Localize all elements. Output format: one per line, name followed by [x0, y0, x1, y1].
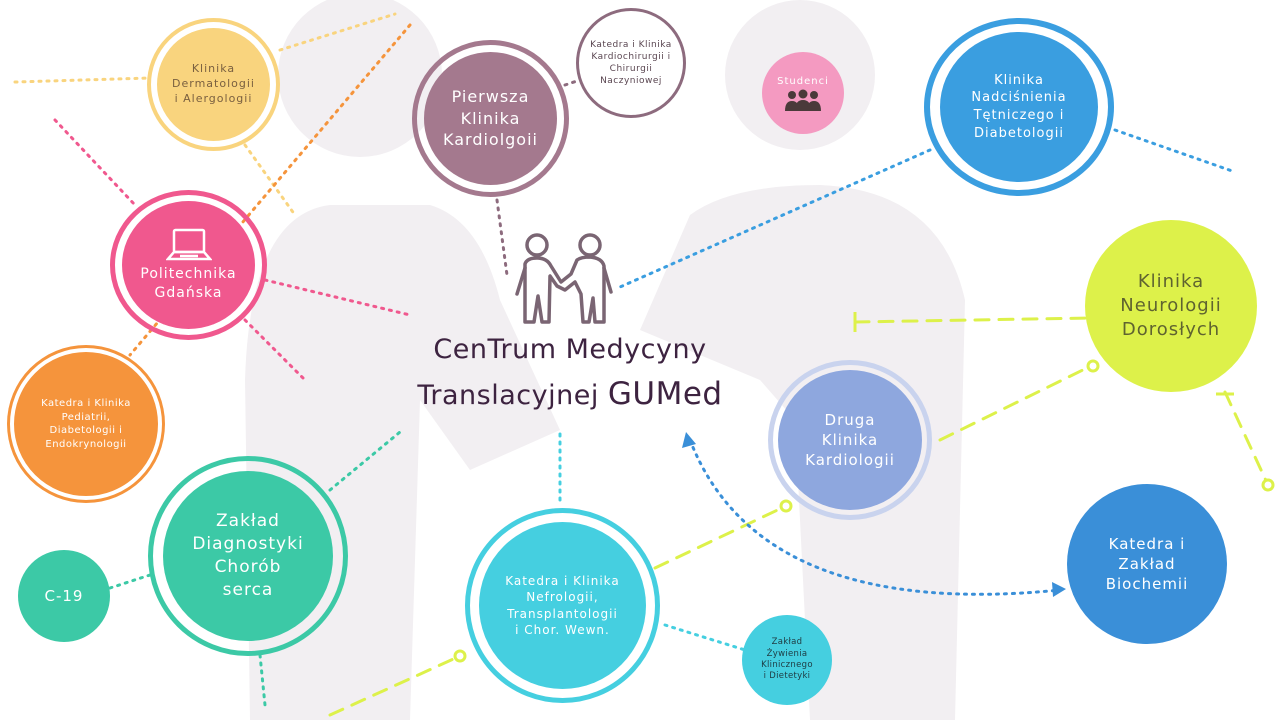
handshake-people-icon — [515, 233, 613, 324]
connector-pierwsza-center — [495, 198, 509, 277]
node-dermatologii[interactable]: Klinika Dermatologii i Alergologii — [157, 28, 270, 141]
connector-derm-top — [278, 12, 397, 52]
node-kardiochirurgii-label: Katedra i Klinika Kardiochirurgii i Chir… — [590, 39, 672, 87]
node-zywienia-label: Zakład Żywienia Klinicznego i Dietetyki — [761, 637, 813, 682]
node-neurologii-label: Klinika Neurologii Dorosłych — [1120, 270, 1222, 341]
node-neurologii[interactable]: Klinika Neurologii Dorosłych — [1085, 220, 1257, 392]
center-title-line2-b: GUMed — [607, 375, 723, 412]
connector-poli-center — [263, 278, 412, 317]
node-zaklad-diag-label: Zakład Diagnostyki Chorób serca — [192, 511, 304, 600]
node-pediatrii[interactable]: Katedra i Klinika Pediatrii, Diabetologi… — [10, 348, 162, 500]
node-nefrologii-label: Katedra i Klinika Nefrologii, Transplant… — [505, 574, 620, 637]
node-c19-label: C-19 — [44, 586, 84, 605]
node-kardiochirurgii[interactable]: Katedra i Klinika Kardiochirurgii i Chir… — [576, 8, 686, 118]
node-c19[interactable]: C-19 — [18, 550, 110, 642]
node-politechnika-label: Politechnika Gdańska — [140, 266, 237, 301]
node-pediatrii-label: Katedra i Klinika Pediatrii, Diabetologi… — [41, 398, 131, 450]
connector-endpoints — [453, 312, 1275, 663]
pierwsza-ring — [412, 40, 569, 197]
laptop-icon — [165, 228, 212, 261]
connector-neuro-bottom — [328, 654, 462, 717]
node-dermatologii-label: Klinika Dermatologii i Alergologii — [172, 62, 255, 105]
node-druga[interactable]: Druga Klinika Kardiologii — [778, 370, 922, 510]
node-nadcisnienia-label: Klinika Nadciśnienia Tętniczego i Diabet… — [971, 72, 1067, 141]
node-biochemii-label: Katedra i Zakład Biochemii — [1105, 534, 1189, 594]
connector-poli-left — [53, 118, 137, 207]
node-zaklad-diag[interactable]: Zakład Diagnostyki Chorób serca — [163, 471, 333, 641]
connector-derm-left — [13, 76, 152, 84]
connector-neuro-nefro — [653, 504, 788, 570]
connector-zaklad-c19 — [108, 573, 152, 590]
connector-nadc-center — [618, 148, 932, 289]
connector-nefro-zyw — [663, 623, 747, 652]
node-nadcisnienia[interactable]: Klinika Nadciśnienia Tętniczego i Diabet… — [940, 32, 1098, 182]
druga-ring — [768, 360, 932, 520]
node-zywienia[interactable]: Zakład Żywienia Klinicznego i Dietetyki — [742, 615, 832, 705]
people-group-icon — [785, 89, 821, 111]
connector-poli-down — [243, 318, 307, 382]
connector-pierwsza-kch — [563, 78, 582, 87]
center-title-line2: Translacyjnej GUMed — [360, 371, 780, 418]
center-title-line2-a: Translacyjnej — [417, 379, 608, 411]
node-politechnika[interactable]: Politechnika Gdańska — [122, 201, 255, 329]
nefrologii-ring — [465, 508, 660, 703]
connector-nadc-right — [1113, 128, 1237, 174]
node-pierwsza[interactable]: Pierwsza Klinika Kardiolgoii — [424, 52, 557, 185]
connector-neuro-down — [1223, 390, 1270, 487]
node-biochemii[interactable]: Katedra i Zakład Biochemii — [1067, 484, 1227, 644]
connector-neuro-druga — [938, 363, 1095, 442]
dermatologii-ring — [147, 18, 280, 151]
node-studenci[interactable]: Studenci — [762, 52, 844, 134]
node-studenci-label: Studenci — [777, 76, 829, 88]
connector-derm-bottom — [243, 143, 297, 217]
connector-arrowheads — [682, 432, 1066, 597]
zaklad-diag-ring — [148, 456, 348, 656]
center-title-line1: CenTrum Medycyny — [433, 334, 707, 365]
center-title: CenTrum Medycyny Translacyjnej GUMed — [360, 330, 780, 417]
node-nefrologii[interactable]: Katedra i Klinika Nefrologii, Transplant… — [479, 522, 646, 689]
connector-zaklad-center — [328, 430, 402, 492]
node-druga-label: Druga Klinika Kardiologii — [805, 410, 895, 470]
connector-zaklad-down — [258, 653, 267, 707]
connector-center-biochemii — [688, 438, 1062, 596]
nadcisnienia-ring — [924, 18, 1114, 196]
politechnika-ring — [110, 190, 267, 340]
connector-neuro-left — [853, 316, 1092, 324]
node-pierwsza-label: Pierwsza Klinika Kardiolgoii — [443, 87, 538, 150]
